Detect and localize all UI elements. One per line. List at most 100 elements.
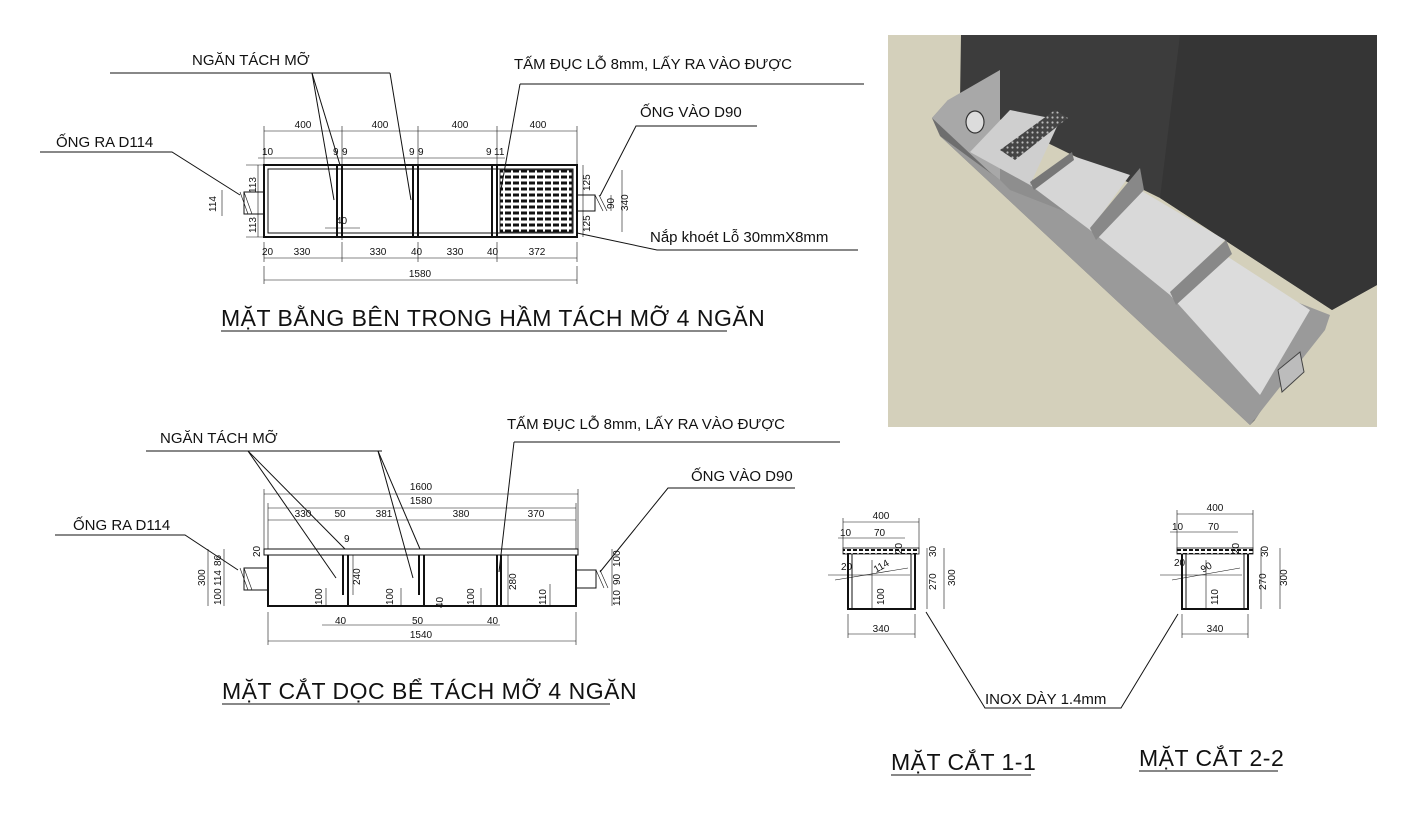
plan-label-inlet: ỐNG VÀO D90 [640, 103, 742, 121]
dim-text: 11 [494, 147, 505, 158]
dim-text: 280 [508, 573, 519, 590]
dim-text: 9 [418, 147, 424, 158]
dim-text: 330 [294, 247, 311, 258]
dim-text: 40 [487, 247, 499, 258]
dim-text: 1580 [409, 269, 432, 280]
sec22-title: MẶT CẮT 2-2 [1139, 744, 1284, 771]
dim-text: 340 [1207, 624, 1224, 635]
section-view: 1600 1580 330 50 381 380 370 300 100 114… [55, 415, 840, 705]
dim-text: 100 [213, 588, 224, 605]
dim-text: 50 [334, 509, 346, 520]
section-lid [263, 548, 579, 556]
plan-label-fat-compartment: NGĂN TÁCH MỠ [192, 52, 310, 69]
dim-text: 90 [1199, 560, 1215, 575]
dim-text: 300 [947, 569, 958, 586]
dim-text: 20 [262, 247, 274, 258]
dim-text: 240 [352, 568, 363, 585]
dim-text: 20 [252, 545, 263, 557]
dim-text: 380 [453, 509, 470, 520]
section-1-1: 400 10 70 20 114 100 20 30 270 300 340 M… [828, 511, 1036, 776]
dim-text: 110 [538, 589, 549, 605]
dim-text: 40 [336, 216, 348, 227]
dim-text: 90 [612, 573, 623, 585]
dim-text: 270 [928, 573, 939, 590]
dim-text: 20 [1231, 542, 1242, 554]
dim-text: 9 [342, 147, 348, 158]
render-perforated-plate [1000, 110, 1068, 160]
sec11-outline [847, 554, 916, 610]
dim-text: 10 [262, 147, 274, 158]
sec22-outline [1181, 554, 1249, 610]
plan-perforated-plate [499, 169, 573, 233]
plan-view: 400 400 400 400 10 9 9 9 9 9 11 114 113 … [40, 52, 864, 332]
dim-text: 372 [529, 247, 546, 258]
dim-text: 400 [1207, 503, 1224, 514]
dim-text: 110 [1210, 589, 1221, 605]
label-inox-thickness: INOX DÀY 1.4mm [985, 691, 1106, 708]
dim-text: 100 [466, 588, 477, 605]
dim-text: 100 [314, 588, 325, 605]
plan-label-lid: Nắp khoét Lỗ 30mmX8mm [650, 229, 828, 246]
section-title: MẶT CẮT DỌC BỂ TÁCH MỠ 4 NGĂN [222, 677, 637, 704]
section-outlet-pipe [243, 567, 269, 591]
dim-text: 100 [876, 588, 887, 605]
render-outlet-hole [965, 110, 985, 134]
dim-text: 114 [213, 570, 224, 586]
dim-text: 270 [1258, 573, 1269, 590]
inox-callout: INOX DÀY 1.4mm [925, 611, 1179, 709]
dim-text: 330 [295, 509, 312, 520]
dim-text: 340 [873, 624, 890, 635]
plan-title: MẶT BẰNG BÊN TRONG HẦM TÁCH MỠ 4 NGĂN [221, 304, 765, 331]
dim-text: 30 [1260, 545, 1271, 557]
dim-text: 9 [344, 534, 350, 545]
dim-text: 300 [1279, 569, 1290, 586]
plan-label-outlet: ỐNG RA D114 [56, 133, 153, 151]
dim-text: 40 [411, 247, 423, 258]
dim-text: 370 [528, 509, 545, 520]
dim-text: 40 [435, 596, 446, 608]
plan-tank-inner [267, 168, 574, 234]
dim-text: 20 [841, 562, 853, 573]
plan-inlet-pipe [576, 194, 596, 212]
sec11-lid [842, 547, 920, 555]
dim-text: 20 [894, 542, 905, 554]
render-partition [1170, 240, 1232, 305]
dim-text: 70 [1208, 522, 1220, 533]
dim-text: 10 [1172, 522, 1184, 533]
dim-text: 114 [208, 196, 219, 212]
render-3d [888, 35, 1377, 427]
dim-text: 86 [213, 554, 224, 566]
render-compartment-3 [1090, 190, 1225, 295]
section-label-outlet: ỐNG RA D114 [73, 516, 170, 534]
dim-text: 9 [409, 147, 415, 158]
dim-text: 400 [295, 120, 312, 131]
dim-text: 125 [582, 174, 593, 191]
dim-text: 113 [248, 177, 259, 193]
dim-text: 1540 [410, 630, 433, 641]
render-inlet-pipe [1277, 351, 1305, 393]
dim-text: 400 [372, 120, 389, 131]
dim-text: 400 [873, 511, 890, 522]
dim-text: 70 [874, 528, 886, 539]
plan-label-perforated-plate: TẤM ĐỤC LỖ 8mm, LẤY RA VÀO ĐƯỢC [514, 55, 792, 73]
dim-text: 90 [606, 197, 617, 209]
dim-text: 114 [872, 558, 892, 576]
dim-text: 10 [840, 528, 852, 539]
dim-text: 40 [335, 616, 347, 627]
dim-text: 400 [452, 120, 469, 131]
dim-text: 1580 [410, 496, 433, 507]
dim-text: 340 [620, 194, 631, 211]
sec22-lid [1176, 547, 1254, 555]
dim-text: 50 [412, 616, 424, 627]
dim-text: 330 [447, 247, 464, 258]
dim-text: 110 [612, 590, 623, 606]
dim-text: 100 [385, 588, 396, 605]
dim-text: 400 [530, 120, 547, 131]
dim-text: 113 [248, 217, 259, 233]
dim-text: 100 [612, 550, 623, 567]
render-compartment-4 [1170, 255, 1310, 395]
dim-text: 300 [197, 569, 208, 586]
dim-text: 30 [928, 545, 939, 557]
dim-text: 40 [487, 616, 499, 627]
